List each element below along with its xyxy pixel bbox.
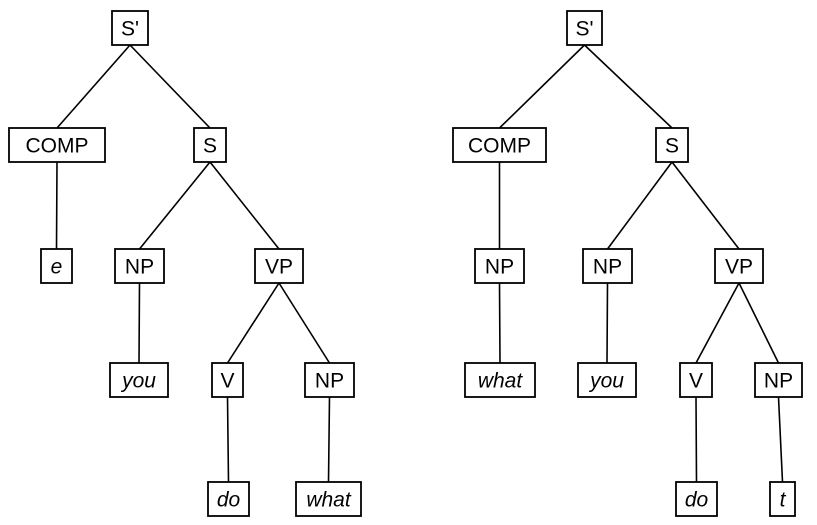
node-box-R-V <box>679 362 713 398</box>
node-label-R-do: do <box>685 489 709 512</box>
node-label-L-COMP: COMP <box>26 135 89 158</box>
tree-edge-L-COMP-to-L-e <box>55 161 58 250</box>
node-label-R-t: t <box>780 489 787 512</box>
tree-node-L-you[interactable]: you <box>109 362 169 398</box>
node-box-L-V <box>211 362 244 398</box>
tree-edge-R-Sbar-to-R-S <box>583 44 673 129</box>
node-label-L-NP2: NP <box>315 370 344 393</box>
node-box-R-NP1 <box>582 248 633 284</box>
tree-node-R-VP[interactable]: VP <box>714 248 764 284</box>
node-label-R-what: what <box>478 370 524 393</box>
tree-node-L-what[interactable]: what <box>295 481 362 517</box>
node-box-L-NP1 <box>114 248 165 284</box>
node-label-R-NP1: NP <box>593 256 622 279</box>
tree-nodes-tree-surface-structure: S' COMP S NP NP VP what you V NP do t <box>452 10 803 517</box>
tree-node-R-NP1[interactable]: NP <box>582 248 633 284</box>
tree-node-R-do[interactable]: do <box>675 481 718 517</box>
node-box-R-S <box>655 127 689 163</box>
tree-node-R-NP2[interactable]: NP <box>754 362 803 398</box>
node-label-L-what: what <box>306 489 352 512</box>
tree-node-R-V[interactable]: V <box>679 362 713 398</box>
tree-edges-tree-deep-structure <box>55 44 331 483</box>
node-label-L-V: V <box>220 370 234 393</box>
tree-edge-R-V-to-R-do <box>695 396 698 483</box>
node-label-L-e: e <box>51 256 63 279</box>
node-label-L-S: S <box>203 135 217 158</box>
node-box-R-COMP <box>452 127 547 163</box>
tree-edge-L-S-to-L-VP <box>209 161 280 250</box>
edges-layer <box>55 44 784 483</box>
tree-edge-R-S-to-R-VP <box>671 161 740 250</box>
node-label-R-NP2: NP <box>764 370 793 393</box>
node-box-L-S <box>193 127 227 163</box>
tree-edge-R-VP-to-R-NP2 <box>738 282 780 364</box>
node-label-R-you: you <box>588 370 624 393</box>
tree-edge-R-VP-to-R-V <box>695 282 740 364</box>
tree-node-L-e[interactable]: e <box>40 248 73 284</box>
tree-node-L-S[interactable]: S <box>193 127 227 163</box>
tree-edge-L-Sbar-to-L-S <box>129 44 211 129</box>
tree-node-R-COMP[interactable]: COMP <box>452 127 547 163</box>
tree-node-R-you[interactable]: you <box>577 362 637 398</box>
node-box-L-Sbar <box>111 10 149 46</box>
tree-edge-L-V-to-L-do <box>226 396 230 483</box>
node-label-R-Sbar: S' <box>575 18 593 41</box>
tree-node-R-Sbar[interactable]: S' <box>566 10 603 46</box>
tree-node-L-VP[interactable]: VP <box>254 248 304 284</box>
node-label-L-VP: VP <box>265 256 293 279</box>
tree-node-L-do[interactable]: do <box>207 481 250 517</box>
node-label-R-COMP: COMP <box>468 135 531 158</box>
tree-node-L-NP2[interactable]: NP <box>304 362 355 398</box>
tree-edge-R-Sbar-to-R-COMP <box>498 44 586 129</box>
tree-node-R-NP0[interactable]: NP <box>474 248 525 284</box>
node-box-L-do <box>207 481 250 517</box>
tree-node-R-S[interactable]: S <box>655 127 689 163</box>
node-box-L-what <box>295 481 362 517</box>
node-label-L-Sbar: S' <box>121 18 139 41</box>
tree-edges-tree-surface-structure <box>498 44 784 483</box>
tree-edge-R-S-to-R-NP1 <box>606 161 673 250</box>
node-label-L-do: do <box>217 489 241 512</box>
node-box-R-NP0 <box>474 248 525 284</box>
tree-edge-L-S-to-L-NP1 <box>138 161 211 250</box>
tree-edge-L-VP-to-L-V <box>226 282 280 364</box>
node-label-L-NP1: NP <box>125 256 154 279</box>
tree-edge-R-NP2-to-R-t <box>777 396 784 483</box>
node-box-L-COMP <box>8 127 106 163</box>
node-box-R-what <box>464 362 536 398</box>
node-box-L-you <box>109 362 169 398</box>
node-label-R-VP: VP <box>725 256 753 279</box>
node-box-L-NP2 <box>304 362 355 398</box>
node-box-R-Sbar <box>566 10 603 46</box>
node-label-R-NP0: NP <box>485 256 514 279</box>
node-box-R-NP2 <box>754 362 803 398</box>
tree-edge-R-NP1-to-R-you <box>606 282 609 364</box>
tree-node-L-V[interactable]: V <box>211 362 244 398</box>
node-label-R-V: V <box>689 370 703 393</box>
node-box-R-you <box>577 362 637 398</box>
tree-edge-L-VP-to-L-NP2 <box>278 282 331 364</box>
tree-node-R-what[interactable]: what <box>464 362 536 398</box>
tree-node-L-COMP[interactable]: COMP <box>8 127 106 163</box>
node-box-R-VP <box>714 248 764 284</box>
node-box-L-VP <box>254 248 304 284</box>
node-box-R-do <box>675 481 718 517</box>
tree-edge-R-NP0-to-R-what <box>498 282 501 364</box>
tree-edge-L-NP2-to-L-what <box>327 396 331 483</box>
tree-node-L-Sbar[interactable]: S' <box>111 10 149 46</box>
node-label-R-S: S <box>665 135 679 158</box>
tree-edge-L-NP1-to-L-you <box>138 282 141 364</box>
node-label-L-you: you <box>120 370 156 393</box>
tree-edge-L-Sbar-to-L-COMP <box>56 44 131 129</box>
node-box-L-e <box>40 248 73 284</box>
tree-node-L-NP1[interactable]: NP <box>114 248 165 284</box>
node-box-R-t <box>769 481 796 517</box>
tree-node-R-t[interactable]: t <box>769 481 796 517</box>
